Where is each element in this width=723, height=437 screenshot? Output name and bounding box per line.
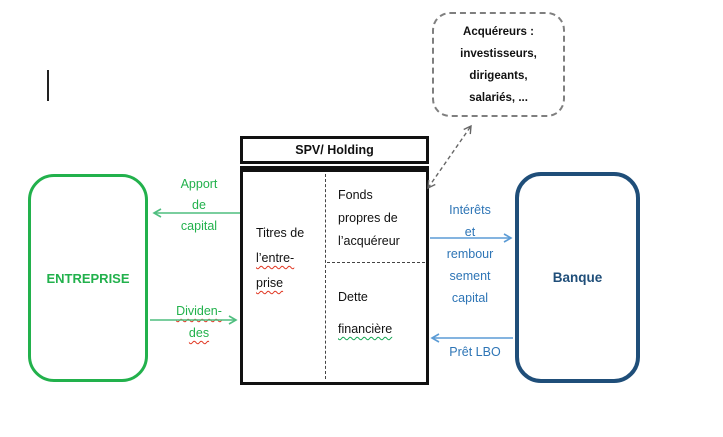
- interets-line3: rembour: [446, 247, 494, 261]
- apport-line1: Apport: [180, 177, 218, 191]
- spv-holding-title: SPV/ Holding: [295, 143, 374, 157]
- acquereurs-line3: dirigeants,: [469, 69, 528, 82]
- interets-line2: et: [464, 225, 476, 239]
- dette-label: Dette: [338, 290, 368, 304]
- apport-capital-label: Apport de capital: [158, 174, 240, 237]
- titres-entreprise-cell: Titres de l’entre- prise: [256, 221, 304, 296]
- vertical-divider: [325, 174, 326, 379]
- apport-line3: capital: [180, 219, 218, 233]
- text-cursor-mark: [47, 70, 49, 101]
- fonds-line2: propres de: [338, 211, 398, 225]
- dividendes-label: Dividen- des: [158, 300, 240, 344]
- acquereurs-line2: investisseurs,: [460, 47, 537, 60]
- interets-remboursement-label: Intérêts et rembour sement capital: [430, 199, 510, 309]
- fonds-propres-cell: Fonds propres de l’acquéreur: [338, 184, 400, 253]
- interets-line4: sement: [449, 269, 491, 283]
- fonds-line1: Fonds: [338, 188, 373, 202]
- dividendes-line2: des: [188, 326, 210, 340]
- spv-balance-box: Titres de l’entre- prise Fonds propres d…: [240, 166, 429, 385]
- acquereurs-spv-dashed-arrow: [427, 124, 472, 190]
- acquereurs-line1: Acquéreurs :: [463, 25, 534, 38]
- titres-line1: Titres de: [256, 226, 305, 240]
- pret-lbo-label: Prêt LBO: [449, 345, 501, 359]
- entreprise-label: ENTREPRISE: [46, 270, 130, 286]
- horizontal-divider: [327, 262, 425, 263]
- titres-line2: l’entre-: [256, 251, 295, 265]
- interets-line5: capital: [451, 291, 489, 305]
- dette-financiere-label: financière: [338, 322, 393, 336]
- banque-box: Banque: [515, 172, 640, 383]
- acquereurs-line4: salariés, ...: [469, 91, 528, 104]
- entreprise-box: ENTREPRISE: [28, 174, 148, 382]
- dividendes-line1: Dividen-: [176, 304, 222, 318]
- spv-holding-header: SPV/ Holding: [240, 136, 429, 164]
- acquereurs-bubble: Acquéreurs : investisseurs, dirigeants, …: [432, 12, 565, 117]
- titres-line3: prise: [256, 276, 284, 290]
- banque-label: Banque: [552, 270, 603, 285]
- apport-line2: de: [192, 198, 206, 212]
- interets-line1: Intérêts: [449, 203, 491, 217]
- fonds-line3: l’acquéreur: [338, 234, 400, 248]
